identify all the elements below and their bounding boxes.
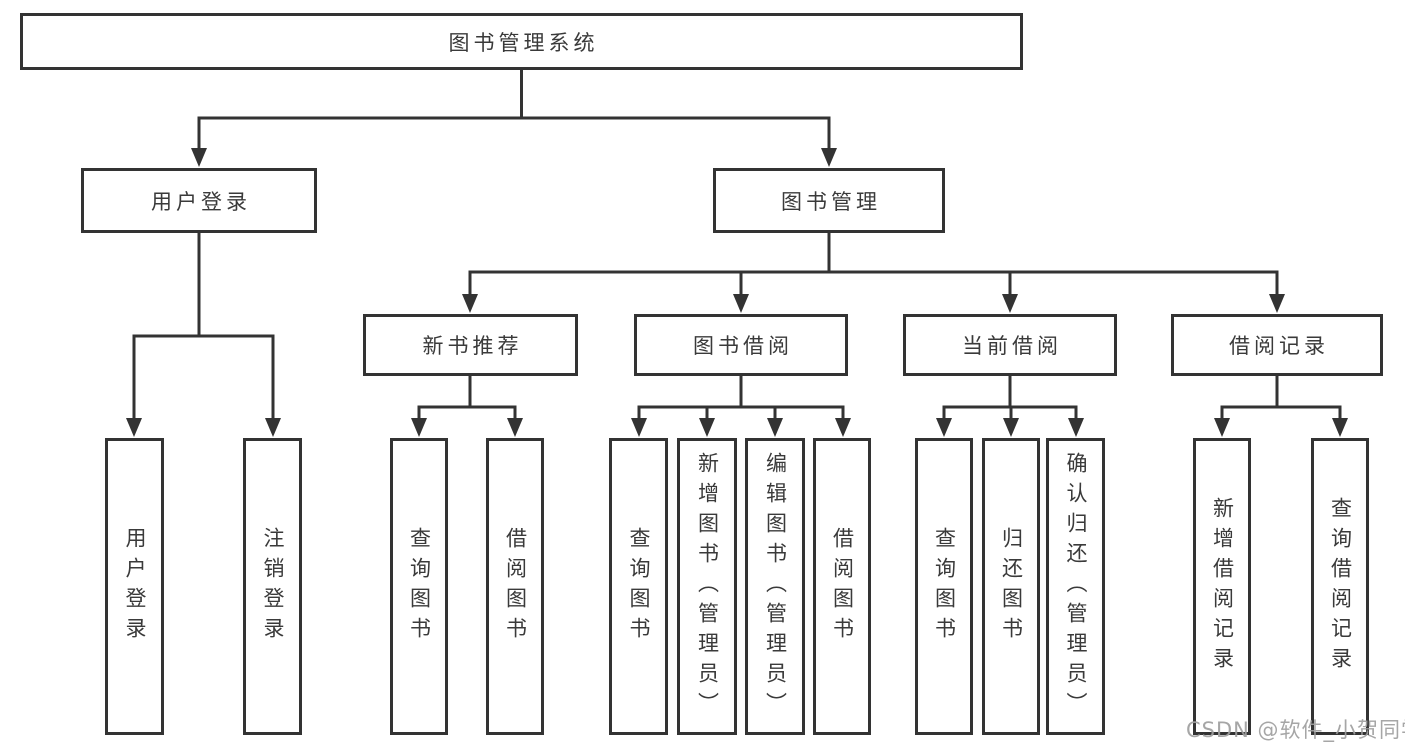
node-new-book-recommend: 新书推荐: [363, 314, 578, 376]
csdn-watermark: CSDN @软件_小贺同学: [1186, 718, 1405, 742]
node-leaf-borrow-book: 借阅图书: [813, 438, 871, 735]
node-leaf-query-book-recommend: 查询图书: [390, 438, 448, 735]
arrowhead: [936, 418, 952, 437]
arrowhead: [733, 294, 749, 313]
arrowhead: [1269, 294, 1285, 313]
node-borrow-records: 借阅记录: [1171, 314, 1383, 376]
arrowhead: [191, 148, 207, 167]
arrowhead: [411, 418, 427, 437]
node-book-management: 图书管理: [713, 168, 945, 233]
arrowhead: [1214, 418, 1230, 437]
node-leaf-query-book-borrow: 查询图书: [609, 438, 668, 735]
node-leaf-edit-book-admin: 编辑图书（管理员）: [745, 438, 805, 735]
connector-userlogin-to-leaves: [132, 233, 275, 420]
connector-bookmgmt-to-level3: [468, 233, 1279, 296]
arrowhead: [835, 418, 851, 437]
node-leaf-add-book-admin: 新增图书（管理员）: [677, 438, 737, 735]
arrowhead: [462, 294, 478, 313]
arrowhead: [1003, 418, 1019, 437]
node-leaf-confirm-return-admin: 确认归还（管理员）: [1046, 438, 1105, 735]
node-leaf-user-login: 用户登录: [105, 438, 164, 735]
node-user-login: 用户登录: [81, 168, 317, 233]
node-current-borrow: 当前借阅: [903, 314, 1117, 376]
arrowhead: [699, 418, 715, 437]
connector-bookborrow-to-leaves: [637, 376, 845, 421]
arrowhead: [1332, 418, 1348, 437]
connector-records-to-leaves: [1220, 376, 1342, 421]
arrowhead: [126, 418, 142, 437]
arrowheads: [126, 148, 1348, 437]
node-leaf-add-borrow-record: 新增借阅记录: [1193, 438, 1251, 735]
node-leaf-logout: 注销登录: [243, 438, 302, 735]
arrowhead: [767, 418, 783, 437]
arrowhead: [1068, 418, 1084, 437]
node-leaf-query-book-current: 查询图书: [915, 438, 973, 735]
arrowhead: [265, 418, 281, 437]
connector-currentborrow-to-leaves: [942, 376, 1078, 421]
arrowhead: [631, 418, 647, 437]
arrowhead: [507, 418, 523, 437]
connector-root-to-level2: [197, 70, 831, 150]
node-leaf-return-book: 归还图书: [982, 438, 1040, 735]
arrowhead: [1002, 294, 1018, 313]
arrowhead: [821, 148, 837, 167]
node-leaf-query-borrow-record: 查询借阅记录: [1311, 438, 1369, 735]
node-book-borrow: 图书借阅: [634, 314, 848, 376]
node-library-management-system: 图书管理系统: [20, 13, 1023, 70]
node-leaf-borrow-book-recommend: 借阅图书: [486, 438, 544, 735]
connector-newbook-to-leaves: [417, 376, 517, 421]
